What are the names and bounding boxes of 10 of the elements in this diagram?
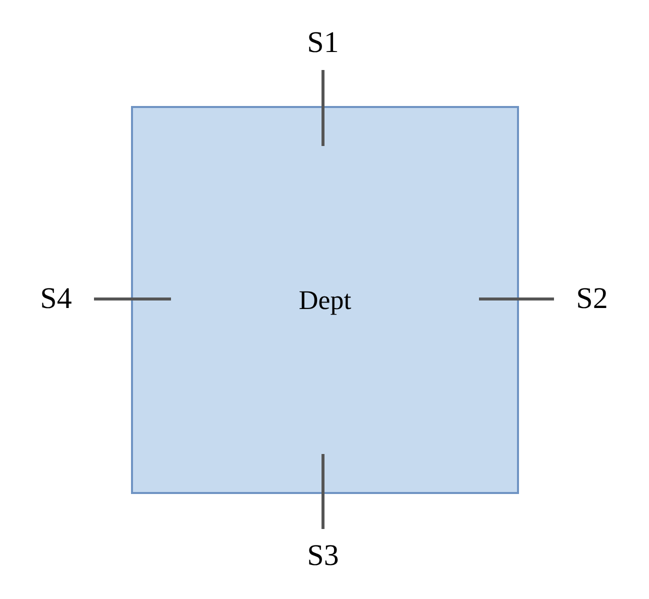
side-label: S4 (26, 278, 86, 320)
department-label: Dept (298, 284, 352, 317)
side-label: S3 (298, 535, 348, 577)
connector-line (94, 298, 171, 300)
side-label: S2 (562, 278, 622, 320)
connector-line (322, 70, 324, 146)
connector-line (479, 298, 554, 300)
connector-line (322, 454, 324, 529)
department-box (131, 106, 519, 494)
side-label: S1 (298, 22, 348, 64)
